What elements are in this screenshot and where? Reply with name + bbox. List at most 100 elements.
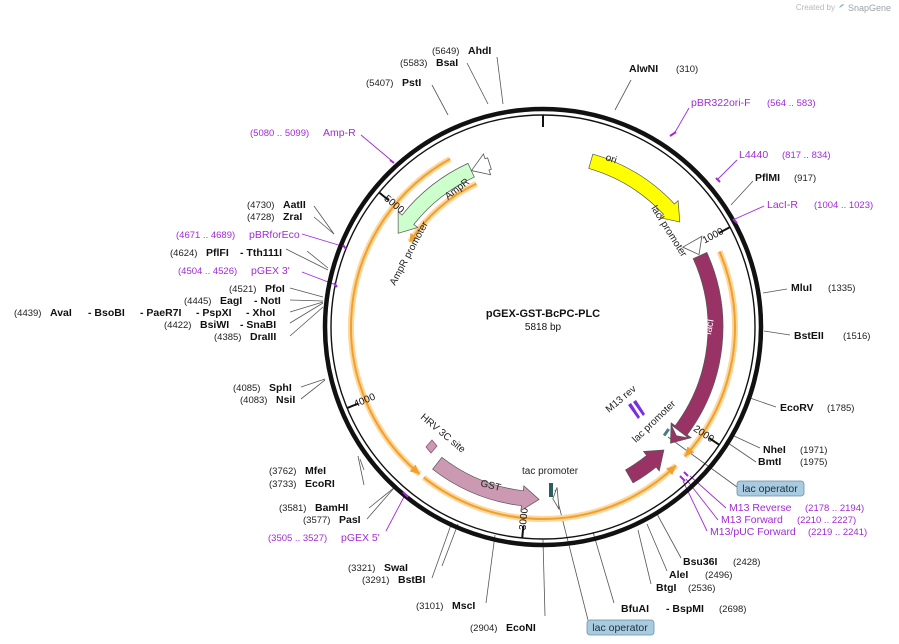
- site-pos: (4422): [164, 320, 191, 331]
- site-pos: (4439): [14, 308, 41, 319]
- site-name: EcoRI: [305, 478, 335, 490]
- site-name: PfoI: [265, 283, 285, 295]
- site-pos: (2536): [688, 583, 715, 594]
- site-pos: (310): [676, 64, 698, 75]
- site-pos: (2496): [705, 570, 732, 581]
- feature-arrow-lacza: [625, 449, 665, 484]
- primer-labels: pBR322ori-F (564 .. 583) L4440 (817 .. 8…: [176, 97, 873, 544]
- feature-arrow-ori: [588, 153, 681, 223]
- site-name: - PaeR7I: [140, 307, 182, 319]
- site-pos: (4085): [233, 383, 260, 394]
- site-name: NheI: [763, 444, 786, 456]
- primer-range: (4504 .. 4526): [178, 266, 237, 277]
- orf-arrowhead: [666, 465, 677, 476]
- backbone-outer: [322, 106, 764, 548]
- site-pos: (1785): [827, 403, 854, 414]
- site-pos: (3101): [416, 601, 443, 612]
- ruler-tick: [718, 226, 731, 234]
- orf-arc: [409, 182, 477, 243]
- ruler-tick: [521, 525, 525, 539]
- site-name: PasI: [339, 514, 361, 526]
- snapgene-branding: Created by SnapGene: [796, 2, 891, 13]
- feature-arrow-gst: [432, 456, 540, 512]
- site-name: MluI: [791, 282, 812, 294]
- site-name: MscI: [452, 600, 475, 612]
- site-pos: (4730): [247, 200, 274, 211]
- site-name: EagI: [220, 295, 242, 307]
- primer-name: L4440: [739, 149, 768, 161]
- primer-range: (817 .. 834): [782, 150, 831, 161]
- ruler-label: 4000: [352, 391, 377, 410]
- feature-label-ori: ori: [604, 152, 618, 166]
- promoter-label-tac: tac promoter: [522, 466, 579, 477]
- site-name: BmtI: [758, 456, 781, 468]
- site-name: - XhoI: [246, 307, 275, 319]
- site-name: AvaI: [50, 307, 72, 319]
- site-name: EcoNI: [506, 622, 536, 634]
- site-pos: (917): [794, 173, 816, 184]
- primer-name: M13/pUC Forward: [710, 526, 796, 538]
- created-by-text: Created by: [795, 3, 835, 12]
- primer-name: LacI-R: [767, 199, 798, 211]
- site-pos: (1971): [800, 445, 827, 456]
- site-name: - NotI: [254, 295, 281, 307]
- snapgene-logo-text: SnapGene: [847, 2, 891, 13]
- ruler-tick: [708, 437, 720, 446]
- site-name: SwaI: [384, 562, 408, 574]
- feature-label-gst: GST: [479, 478, 502, 494]
- primer-name: Amp-R: [323, 127, 356, 139]
- site-name: SphI: [269, 382, 292, 394]
- site-name: - Tth111I: [240, 247, 282, 259]
- site-name: PflFI: [206, 247, 229, 259]
- site-name: - PspXI: [196, 307, 232, 319]
- primer-range: (564 .. 583): [767, 98, 816, 109]
- m13-rev-marker: [628, 400, 645, 419]
- primer-name: pBRforEco: [249, 229, 300, 241]
- site-pos: (2698): [719, 604, 746, 615]
- site-pos: (3762): [269, 466, 296, 477]
- operator-leaders: [554, 436, 738, 621]
- site-pos: (4521): [229, 284, 256, 295]
- site-name: PstI: [402, 77, 421, 89]
- site-name: PflMI: [755, 172, 780, 184]
- site-pos: (1975): [800, 457, 827, 468]
- site-pos: (5649): [432, 46, 459, 57]
- primer-name: M13 Reverse: [729, 502, 792, 514]
- site-name: AlwNI: [629, 63, 658, 75]
- orf-arrowhead: [684, 446, 695, 457]
- site-name: - BsoBI: [88, 307, 125, 319]
- site-pos: (5583): [400, 58, 427, 69]
- primer-range: (4671 .. 4689): [176, 230, 235, 241]
- orf-arc: [423, 464, 677, 520]
- operator-box-2: lac operator: [586, 619, 655, 636]
- restriction-site-labels: (5649) AhdI (5583) BsaI (5407) PstI AlwN…: [14, 45, 870, 634]
- site-pos: (4385): [214, 332, 241, 343]
- site-name: - BspMI: [666, 603, 704, 615]
- site-name: - SnaBI: [240, 319, 276, 331]
- primer-range: (5080 .. 5099): [250, 128, 309, 139]
- site-pos: (4083): [240, 395, 267, 406]
- orf-arrowhead: [409, 233, 418, 242]
- site-pos: (3321): [348, 563, 375, 574]
- site-name: BstEII: [794, 330, 824, 342]
- site-name: EcoRV: [780, 402, 814, 414]
- site-name: ZraI: [283, 211, 302, 223]
- primer-range: (1004 .. 1023): [814, 200, 873, 211]
- plasmid-length: 5818 bp: [525, 322, 562, 333]
- ruler-label: 3000: [518, 507, 531, 531]
- promoter-arrow-tacp: [552, 487, 560, 510]
- site-pos: (4624): [170, 248, 197, 259]
- primer-name: pGEX 5': [341, 532, 380, 544]
- site-name: BsaI: [436, 57, 458, 69]
- plasmid-name: pGEX-GST-BcPC-PLC: [486, 308, 600, 320]
- promoter-arrow-lacip: [681, 235, 703, 256]
- site-name: BtgI: [656, 582, 676, 594]
- orf-arcs: [348, 156, 738, 522]
- site-pos: (3733): [269, 479, 296, 490]
- site-name: BamHI: [315, 502, 348, 514]
- orf-arrowhead: [409, 464, 420, 475]
- site-pos: (3577): [303, 515, 330, 526]
- primer-name: pGEX 3': [251, 265, 290, 277]
- site-name: DraIII: [250, 331, 276, 343]
- ruler-tick: [346, 402, 359, 410]
